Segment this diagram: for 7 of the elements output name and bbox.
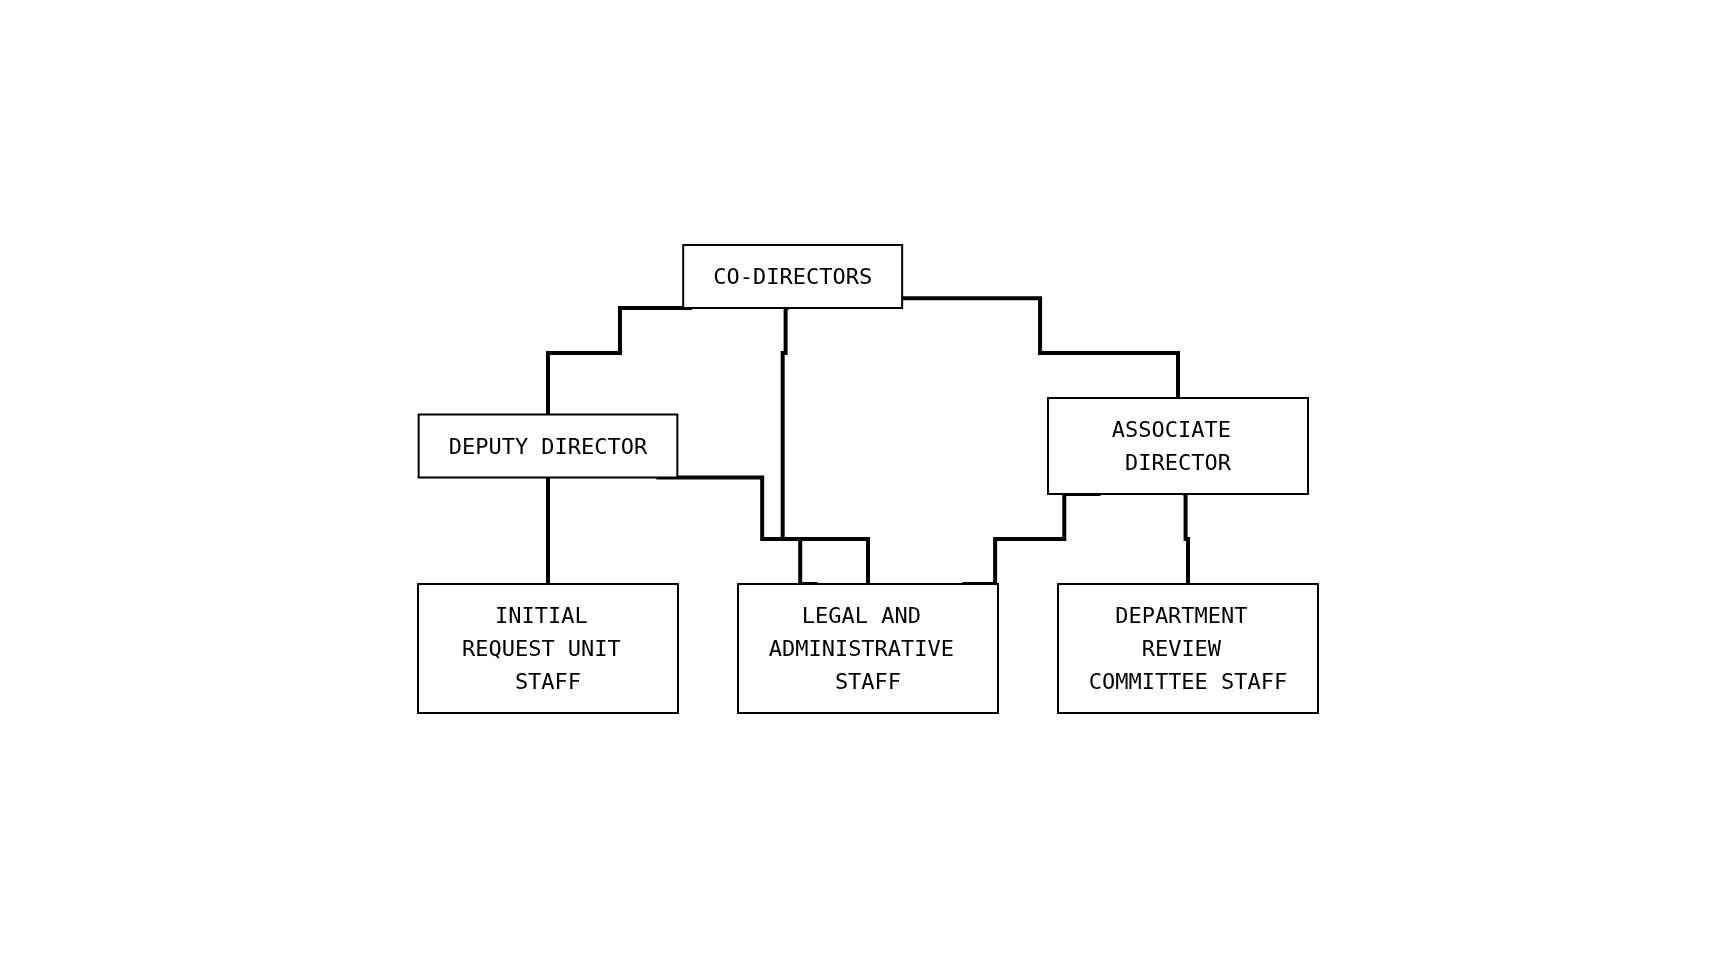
node-box: DEPUTY DIRECTOR [417,413,679,478]
node-box: ASSOCIATE DIRECTOR [1047,396,1309,495]
node-box: CO-DIRECTORS [682,243,904,309]
connector [546,305,692,416]
node-box: LEGAL AND ADMINISTRATIVE STAFF [737,582,999,714]
node-box: DEPARTMENT REVIEW COMMITTEE STAFF [1057,582,1319,714]
node-box: INITIAL REQUEST UNIT STAFF [417,582,679,714]
